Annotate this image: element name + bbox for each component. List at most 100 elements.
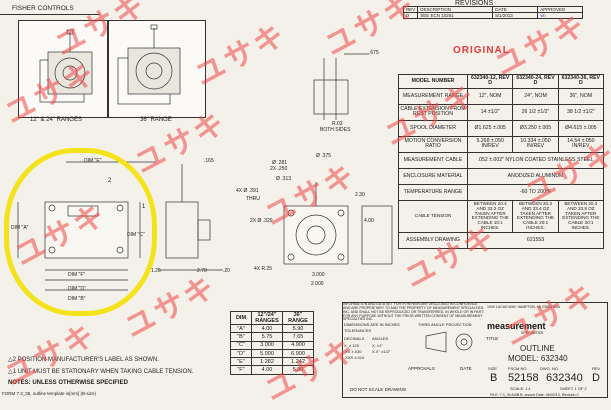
fisher-controls-label: FISHER CONTROLS (12, 5, 74, 12)
r25-label: 4X R.25 (254, 266, 273, 272)
thru-label: THRU (246, 196, 260, 202)
decimals-label: DECIMALS (344, 336, 365, 341)
third-angle-projection-icon (425, 331, 473, 353)
spec-cell: Ø3.250 ±.005 (512, 119, 559, 137)
hole-329: 2X Ø .329 (250, 218, 273, 224)
triangle-1-icon: △1 (8, 369, 18, 375)
hole-391: 4X Ø .391 (236, 188, 259, 194)
spec-cell: 10.334 ±.050 IN/REV (512, 135, 559, 153)
dim-table-header: DIM (230, 311, 252, 325)
dim-table-cell: "A" (230, 323, 252, 334)
header-rule (0, 14, 100, 15)
both-sides-label: BOTH SIDES (320, 127, 351, 133)
proprietary-notice: INFORMATION AND DATA SET FORTH HEREIN AR… (343, 302, 485, 322)
note-1-text: UNIT MUST BE STATIONARY WHEN TAKING CABL… (17, 369, 194, 375)
triangle-2-icon: △2 (8, 357, 18, 363)
dim-165: .165 (204, 158, 214, 164)
iso-view-36-frame (108, 20, 206, 118)
rev-description: SEE ECN 10201 (417, 12, 494, 19)
dim-table-cell: 7.65 (282, 332, 314, 342)
rev-value: D (402, 12, 419, 19)
rev-label: REV (592, 366, 601, 371)
dim-table-cell: 3.000 (251, 340, 283, 350)
company-address: 1000 LUCAS WAY, HAMPTON, VA 23666 USA (487, 305, 560, 309)
fscm-value: 52158 (508, 372, 539, 384)
spec-header-36: 632340-36, REV D (557, 74, 605, 89)
dim-table-cell: 5.75 (251, 332, 283, 342)
rev-approval-initials: ѡh (537, 12, 584, 19)
angles-label: ANGLES (372, 336, 389, 341)
revisions-title: REVISIONS (455, 0, 494, 7)
brand-sub: SPECIALTIES (521, 331, 544, 335)
tol-line: .XX ±.030 (344, 349, 362, 354)
note-2-text: POSITION MANUFACTURER'S LABEL AS SHOWN. (17, 357, 159, 363)
dim-281: Ø .281 (272, 160, 288, 166)
spec-label: TEMPERATURE RANGE (398, 183, 468, 201)
spec-cell: 5.268 ±.050 IN/REV (466, 135, 514, 153)
yellow-highlight-circle (4, 148, 157, 316)
rev-value: D (592, 372, 600, 384)
spec-label: MEASUREMENT CABLE (398, 151, 468, 169)
size-label: SIZE (488, 366, 497, 371)
dim-125: 1.25 (151, 268, 161, 274)
dwg-value: 632340 (546, 372, 583, 384)
spec-cell: 26 1/2 ±1/2" (512, 103, 559, 121)
title-label: TITLE (486, 336, 499, 341)
original-stamp: ORIGINAL (453, 45, 510, 56)
third-angle-label: THIRD ANGLE PROJECTION (418, 322, 472, 327)
dim-a-label: DIM "A" (11, 225, 29, 231)
dim-table-cell: 5.000 (251, 348, 283, 359)
dwg-label: DWG. NO. (540, 366, 560, 371)
spec-cell: 24", NOM (512, 87, 559, 105)
approvals-label: APPROVALS (408, 366, 435, 371)
spec-cell: 36", NOM (557, 87, 605, 105)
sheet-label: SHEET 1 OF 2 (560, 386, 587, 391)
dim-375: Ø .375 (316, 153, 332, 159)
fscm-label: FSCM NO. (508, 366, 528, 371)
dim-table-cell: "E" (230, 357, 252, 367)
spec-label: ENCLOSURE MATERIAL (398, 167, 468, 185)
rev-date: 5/1/2013 (492, 12, 539, 19)
spec-cell-span: -60 TO 200°F (467, 183, 604, 201)
tol-line: .XXX ±.010 (344, 355, 365, 360)
range-label-36: 36" RANGE (140, 117, 172, 123)
dim-table-header: 12"/24" RANGES (251, 311, 283, 325)
dim-table-cell: 5.90 (282, 323, 314, 334)
dim-270: 2.70 (197, 268, 207, 274)
spec-cell: Ø1.625 ±.005 (466, 119, 514, 137)
deg-line: X.X° ±1/2° (372, 349, 391, 354)
do-not-scale: DO NOT SCALE DRAWING (350, 387, 407, 392)
dim-230: 2.30 (355, 192, 365, 198)
spec-cell: BETWEEN 20.3 AND 33.8 OZ TAKEN AFTER EXT… (557, 199, 605, 233)
tolerances-label: TOLERANCES (344, 328, 372, 333)
dim-table-cell: 5.90 (282, 365, 314, 375)
dim-table-cell: 4.00 (251, 323, 283, 334)
dims-in-inches: DIMENSIONS ARE IN INCHES (344, 322, 400, 327)
size-value: B (490, 372, 498, 384)
dim-313: Ø .313 (276, 176, 292, 182)
dim-c-label: DIM "C" (127, 232, 145, 238)
file-label: FILE: 7.3_35 A4/B B, Issued Date: 06/02/… (490, 393, 580, 397)
spec-label: MOTION CONVERSION RATIO (398, 135, 468, 153)
dim-table-cell: "B" (230, 332, 252, 342)
revision-table: REV DESCRIPTION DATE APPROVED D SEE ECN … (402, 6, 584, 19)
dim-400: 4.00 (364, 218, 374, 224)
note-2: △2 POSITION MANUFACTURER'S LABEL AS SHOW… (8, 356, 159, 363)
dim-table-cell: "D" (230, 348, 252, 359)
dim-20: .20 (223, 268, 230, 274)
dim-250: 2X .250 (270, 166, 288, 172)
dim-table-header: 36" RANGE (282, 311, 314, 325)
spec-table: MODEL NUMBER 632340-12, REV D 632340-24,… (398, 74, 605, 249)
dim-675: .675 (369, 50, 379, 56)
detail-view-drawing (313, 53, 369, 120)
title-line-1: OUTLINE (520, 344, 555, 353)
range-label-12-24: 12" & 24" RANGES (30, 117, 82, 123)
spec-cell-span: 621553 (467, 231, 604, 249)
dim-200: 2.000 (311, 281, 324, 287)
date-label: DATE (460, 366, 472, 371)
scale-label: SCALE: 1:1 (510, 386, 531, 391)
spec-cell: 38 1/2 ±1/2" (557, 103, 605, 121)
dim-table-cell: "C" (230, 340, 252, 350)
iso-views-drawing (39, 24, 181, 105)
